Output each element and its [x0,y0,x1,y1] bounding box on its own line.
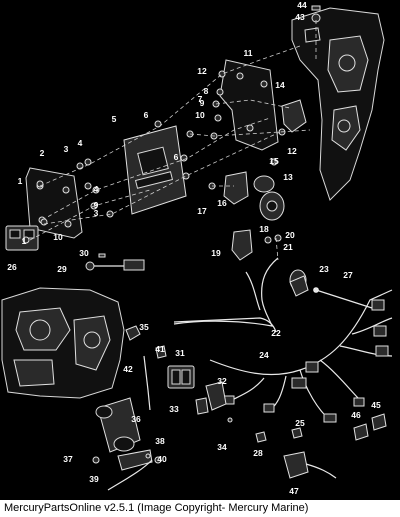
callout-19: 19 [211,248,221,258]
callout-2: 2 [40,148,45,158]
callout-23: 23 [319,264,329,274]
callout-9-2: 9 [94,200,99,210]
cable-27 [313,287,373,309]
ignition-coil [259,191,285,221]
callout-47: 47 [289,486,299,496]
callout-25: 25 [295,418,305,428]
harness-22 [173,257,279,327]
callout-37: 37 [63,454,73,464]
cable-42 [143,355,151,411]
callout-12: 12 [197,66,207,76]
callout-24: 24 [259,350,269,360]
callout-15: 15 [269,156,279,166]
callout-5: 5 [112,114,117,124]
callout-29: 29 [57,264,67,274]
callout-20: 20 [285,230,295,240]
callout-26: 26 [7,262,17,272]
callout-22: 22 [271,328,281,338]
callout-32: 32 [217,376,227,386]
callout-1: 1 [18,176,23,186]
ecm-module [123,125,187,215]
callout-46: 46 [351,410,361,420]
callout-14: 14 [275,80,285,90]
clip-33 [195,397,209,415]
callout-38: 38 [155,436,165,446]
sensor-29 [85,259,145,271]
callout-40: 40 [157,454,167,464]
rectifier [5,225,39,251]
sensor-15 [253,175,275,193]
coil-bracket [223,171,249,205]
terminal-45 [371,413,387,431]
callout-18: 18 [259,224,269,234]
assembly-guide-lines [29,20,317,261]
starter-bracket [117,449,153,471]
callout-4: 4 [78,138,83,148]
callout-35: 35 [139,322,149,332]
callout-4-2: 4 [94,184,99,194]
callout-43: 43 [295,12,305,22]
callout-45: 45 [371,400,381,410]
screw-44 [311,5,321,11]
connector-19 [231,229,253,261]
callout-7: 7 [198,94,203,104]
callout-1-2: 1 [22,236,27,246]
callout-36: 36 [131,414,141,424]
screw-30 [98,253,106,258]
callout-42: 42 [123,364,133,374]
callout-17: 17 [197,206,207,216]
bracket-32 [205,381,227,411]
engine-block-upper [291,7,385,201]
callout-11: 11 [244,48,253,58]
copyright-caption: MercuryPartsOnline v2.5.1 (Image Copyrig… [0,500,400,517]
callout-27: 27 [343,270,353,280]
callout-6-2: 6 [174,152,179,162]
callout-12-2: 12 [287,146,297,156]
engine-block-lower [1,287,125,399]
callout-21: 21 [283,242,293,252]
callout-33: 33 [169,404,179,414]
callout-28: 28 [253,448,263,458]
cable-bottom [107,459,153,491]
callout-16: 16 [217,198,227,208]
callout-8: 8 [204,86,209,96]
fitting-35 [125,325,141,341]
terminal-46 [353,423,369,441]
clip-28 [255,431,267,443]
starter-motor [95,397,141,453]
callout-13: 13 [283,172,293,182]
callout-30: 30 [79,248,89,258]
callout-39: 39 [89,474,99,484]
callout-44: 44 [297,0,307,10]
callout-10: 10 [195,110,205,120]
relay [167,365,195,389]
callout-10-2: 10 [53,232,63,242]
clip-25 [291,427,303,439]
mounting-plate [219,59,279,151]
exploded-parts-diagram: 1123344566789910101112121314151617181920… [1,0,393,496]
callout-6: 6 [144,110,149,120]
main-wire-harness [209,289,393,423]
connector-47 [283,451,337,479]
bracket-14 [281,99,307,133]
callout-9: 9 [200,98,205,108]
callout-41: 41 [155,344,165,354]
callout-34: 34 [217,442,227,452]
callout-3: 3 [64,144,69,154]
cable-long [173,317,277,333]
callout-31: 31 [175,348,185,358]
clamp-23 [289,275,309,297]
callout-3-2: 3 [94,208,99,218]
fitting-41 [155,345,167,359]
